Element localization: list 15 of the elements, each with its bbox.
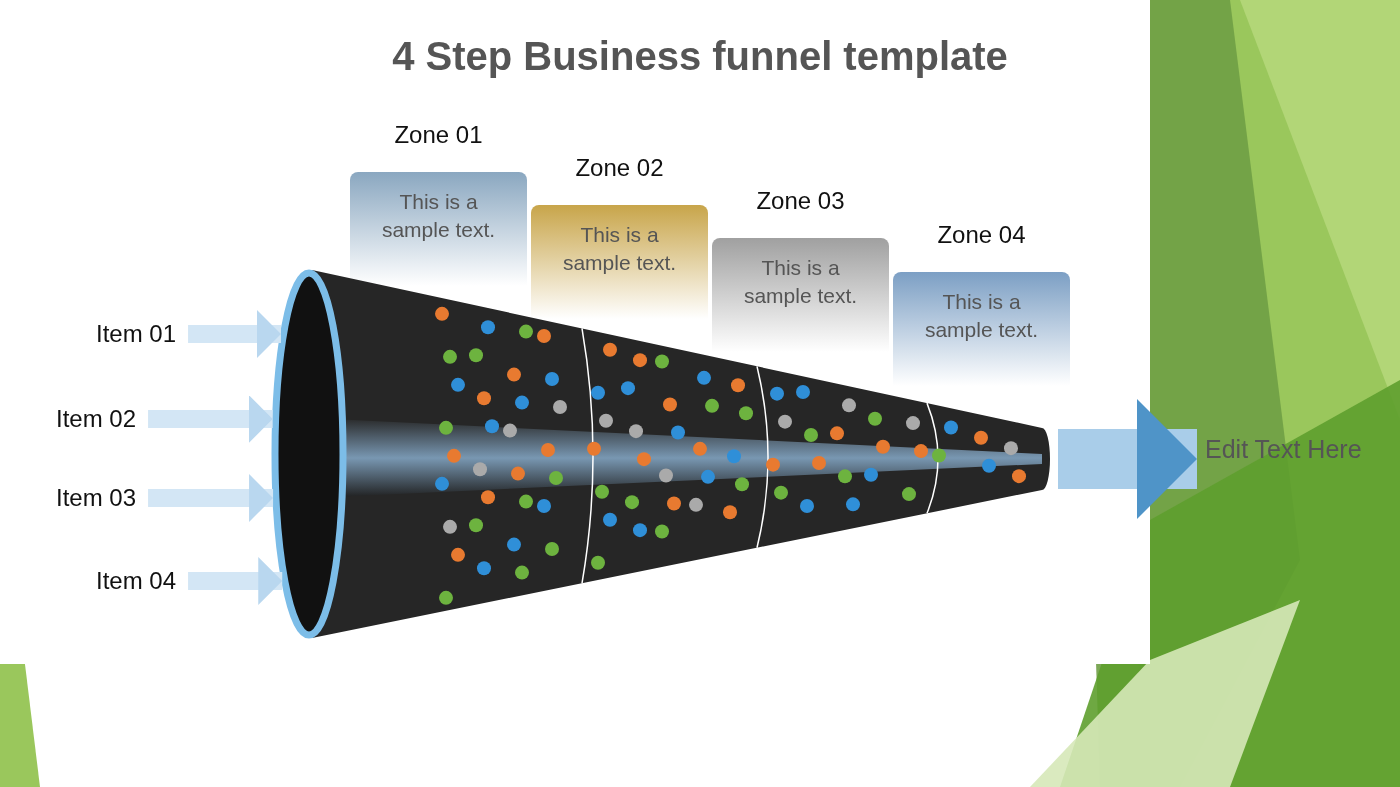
arrow [188, 557, 283, 605]
output-label: Edit Text Here [1205, 435, 1362, 464]
arrow [1058, 399, 1197, 519]
arrow [148, 395, 273, 443]
item-label: Item 03 [56, 484, 137, 512]
zone-heading: Zone 01 [393, 120, 484, 150]
arrow [188, 310, 281, 358]
item-label: Item 04 [96, 567, 177, 595]
arrow [148, 474, 274, 522]
zone-heading: Zone 03 [755, 186, 846, 216]
zone-heading: Zone 04 [936, 220, 1027, 250]
zone-heading: Zone 02 [574, 153, 665, 183]
item-label: Item 01 [96, 320, 177, 348]
title: 4 Step Business funnel template [391, 34, 1009, 79]
item-label: Item 02 [56, 405, 137, 433]
